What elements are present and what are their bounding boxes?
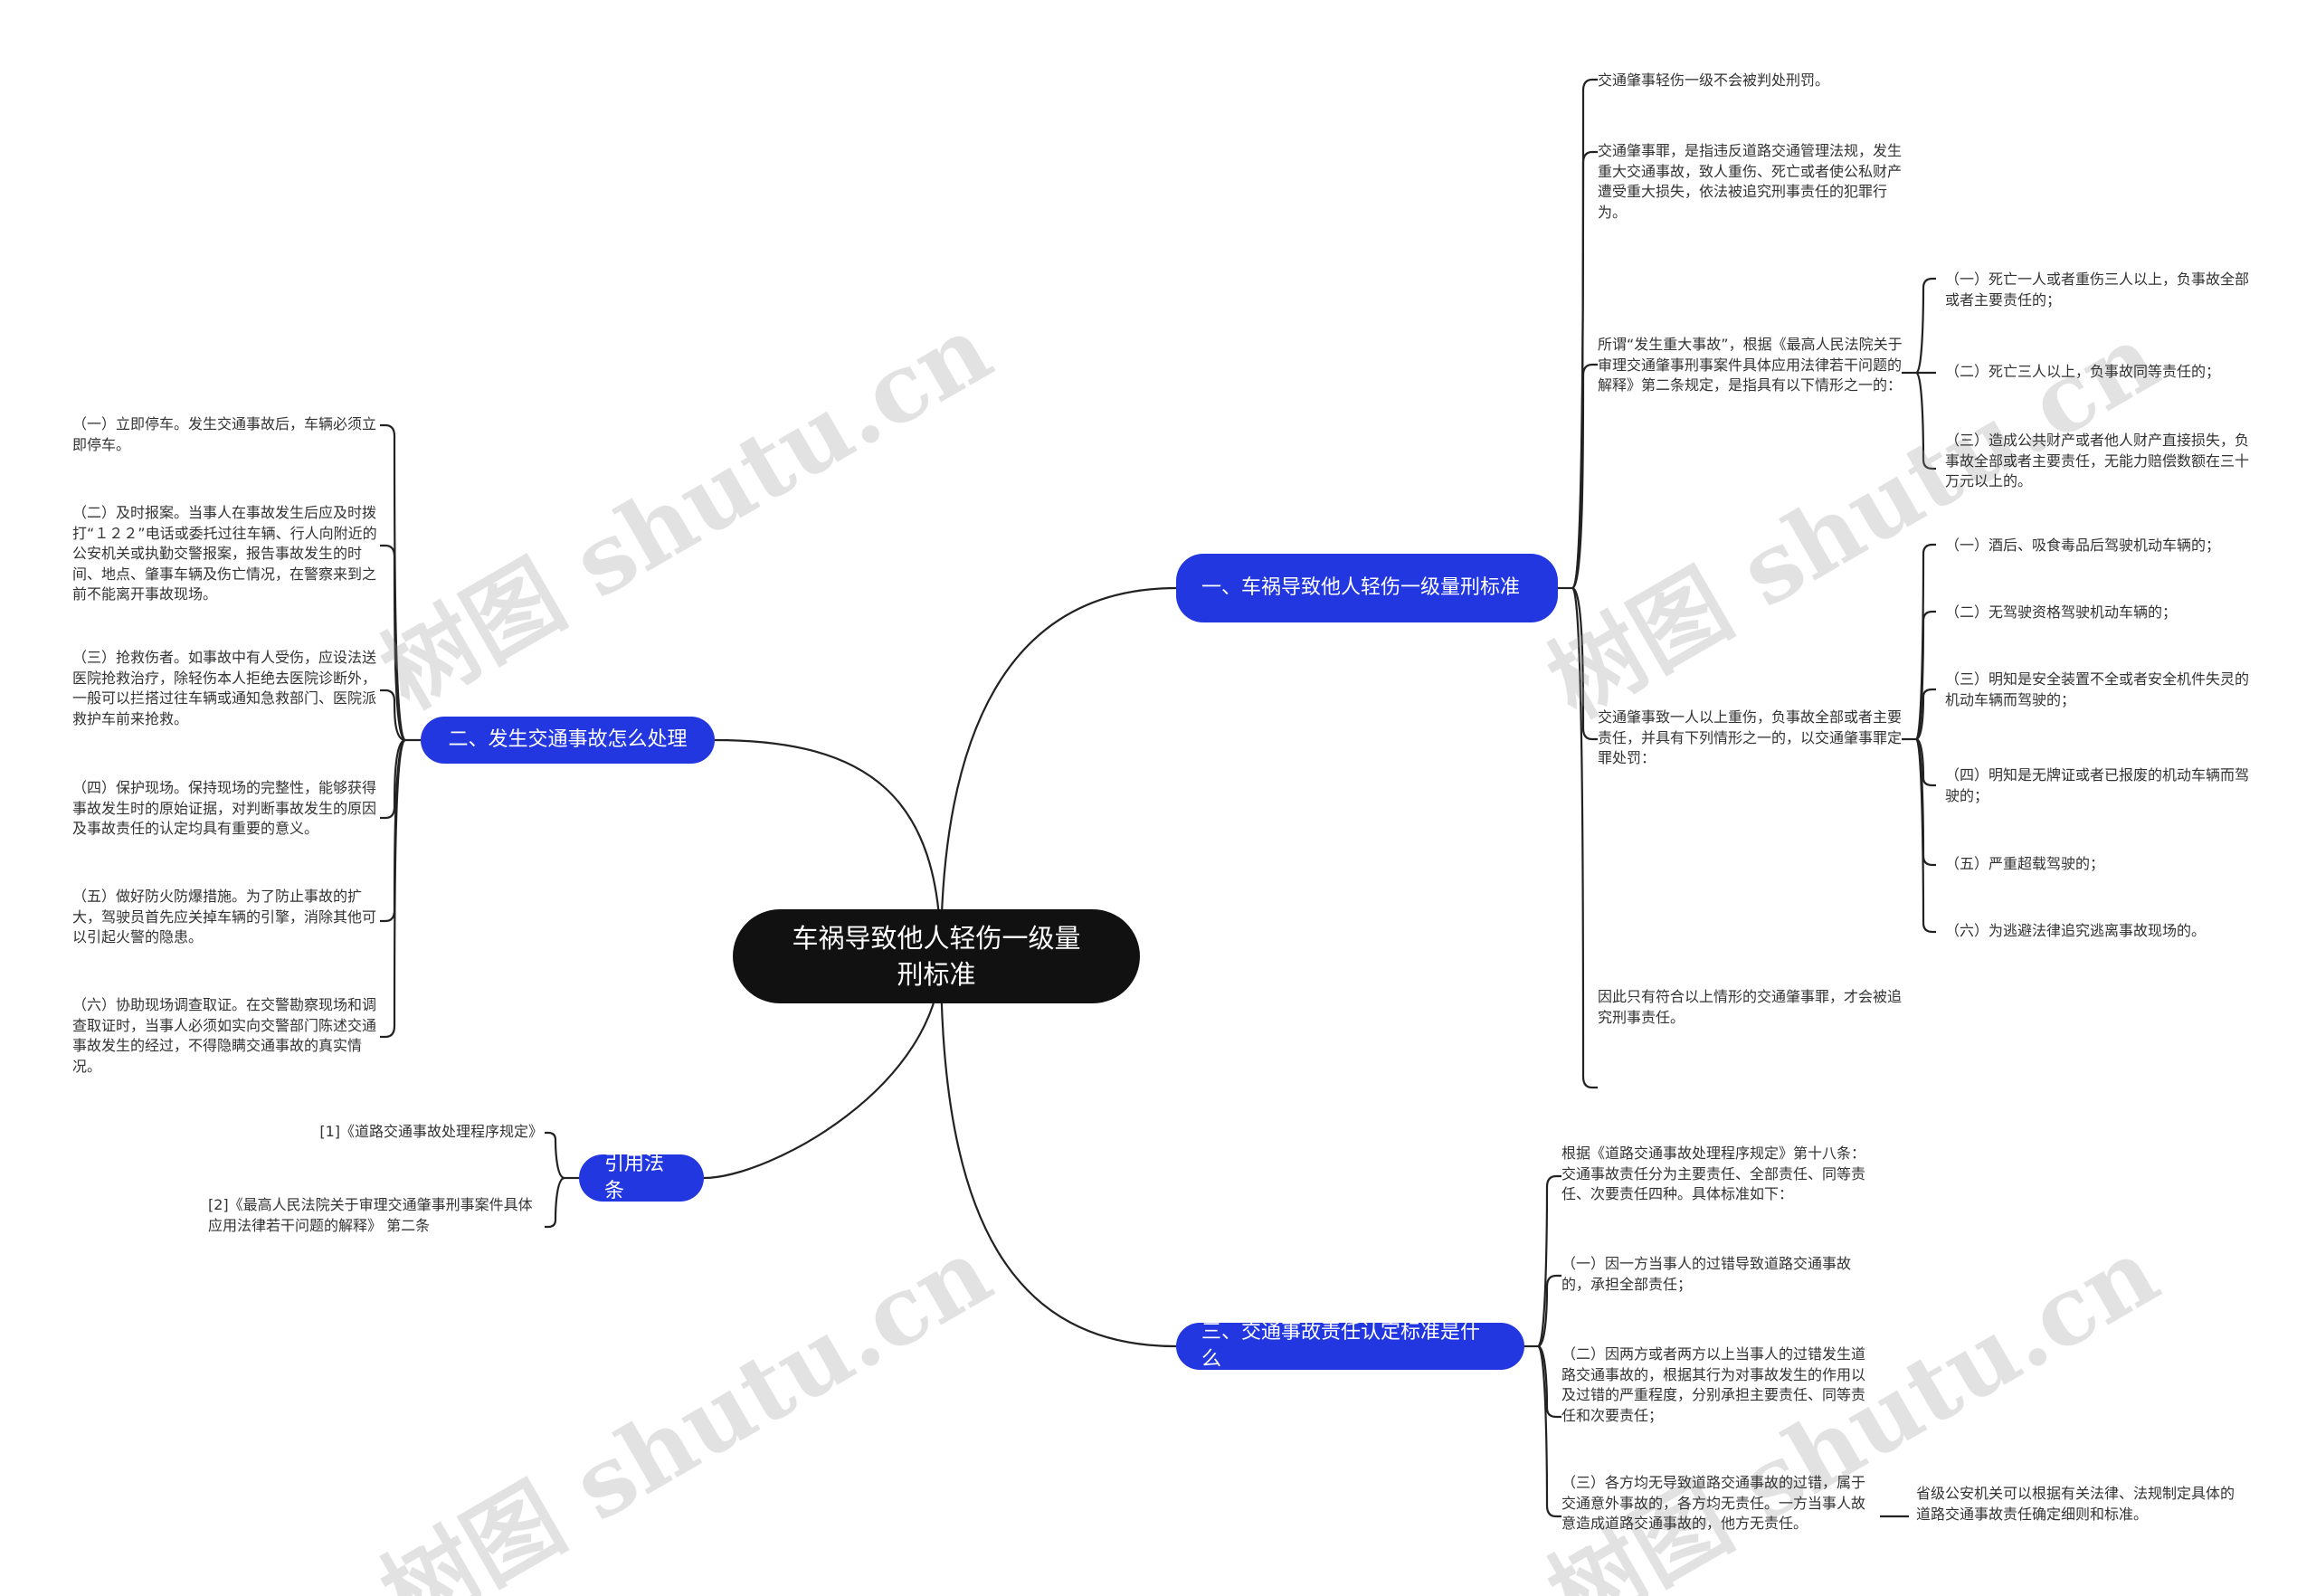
branch-label: 三、交通事故责任认定标准是什么 — [1201, 1321, 1481, 1371]
root-node-label: 车祸导致他人轻伤一级量刑标准 — [792, 923, 1081, 990]
leaf-node[interactable]: 交通肇事轻伤一级不会被判处刑罚。 — [1598, 71, 1830, 89]
branch-label: 一、车祸导致他人轻伤一级量刑标准 — [1201, 576, 1521, 599]
leaf-node[interactable]: （六）为逃避法律追究逃离事故现场的。 — [1945, 922, 2207, 939]
branch-node-cited-laws[interactable]: 引用法条 — [579, 1153, 704, 1202]
leaf-node[interactable]: （二）因两方或者两方以上当事人的过错发生道路交通事故的，根据其行为对事故发生的作… — [1561, 1345, 1866, 1424]
leaf-node[interactable]: 交通肇事致一人以上重伤，负事故全部或者主要责任，并具有下列情形之一的，以交通肇事… — [1598, 708, 1903, 766]
leaf-node[interactable]: （五）严重超载驾驶的； — [1945, 855, 2105, 872]
leaf-node[interactable]: 省级公安机关可以根据有关法律、法规制定具体的道路交通事故责任确定细则和标准。 — [1916, 1485, 2235, 1523]
leaf-node[interactable]: （三）抢救伤者。如事故中有人受伤，应设法送医院抢救治疗，除轻伤本人拒绝去医院诊断… — [72, 649, 377, 727]
branch-label: 引用法条 — [604, 1153, 665, 1202]
leaf-node[interactable]: 根据《道路交通事故处理程序规定》第十八条：交通事故责任分为主要责任、全部责任、同… — [1561, 1145, 1866, 1202]
root-node[interactable]: 车祸导致他人轻伤一级量刑标准 — [733, 909, 1140, 1003]
leaf-node[interactable]: （三）明知是安全装置不全或者安全机件失灵的机动车辆而驾驶的； — [1945, 670, 2250, 708]
leaf-node[interactable]: （二）无驾驶资格驾驶机动车辆的； — [1945, 603, 2178, 621]
leaf-node[interactable]: [1]《道路交通事故处理程序规定》 — [319, 1123, 543, 1140]
leaf-node[interactable]: 因此只有符合以上情形的交通肇事罪，才会被追究刑事责任。 — [1598, 988, 1903, 1026]
leaf-node[interactable]: （一）酒后、吸食毒品后驾驶机动车辆的； — [1945, 537, 2221, 554]
leaf-node[interactable]: （四）保护现场。保持现场的完整性，能够获得事故发生时的原始证据，对判断事故发生的… — [72, 779, 377, 837]
leaf-node[interactable]: （一）因一方当事人的过错导致道路交通事故的，承担全部责任； — [1561, 1255, 1852, 1293]
leaf-node[interactable]: （一）死亡一人或者重伤三人以上，负事故全部或者主要责任的； — [1945, 271, 2250, 309]
leaf-node[interactable]: （二）及时报案。当事人在事故发生后应及时拨打“１２２”电话或委托过往车辆、行人向… — [72, 504, 377, 603]
leaf-node[interactable]: （一）立即停车。发生交通事故后，车辆必须立即停车。 — [72, 415, 377, 453]
branch-node-liability-standard[interactable]: 三、交通事故责任认定标准是什么 — [1176, 1321, 1524, 1371]
leaf-node[interactable]: （五）做好防火防爆措施。为了防止事故的扩大，驾驶员首先应关掉车辆的引擎，消除其他… — [72, 888, 377, 945]
leaf-node[interactable]: （二）死亡三人以上，负事故同等责任的； — [1945, 363, 2221, 380]
leaf-node[interactable]: （三）造成公共财产或者他人财产直接损失，负事故全部或者主要责任，无能力赔偿数额在… — [1945, 432, 2250, 489]
leaf-node[interactable]: （四）明知是无牌证或者已报废的机动车辆而驾驶的； — [1945, 766, 2250, 804]
leaf-node[interactable]: （三）各方均无导致道路交通事故的过错，属于交通意外事故的，各方均无责任。一方当事… — [1561, 1474, 1866, 1532]
leaf-node[interactable]: 所谓“发生重大事故”，根据《最高人民法院关于审理交通肇事刑事案件具体应用法律若干… — [1598, 336, 1903, 394]
branch-node-accident-handling[interactable]: 二、发生交通事故怎么处理 — [421, 717, 715, 764]
leaf-node[interactable]: [2]《最高人民法院关于审理交通肇事刑事案件具体应用法律若干问题的解释》 第二条 — [208, 1196, 533, 1234]
leaf-node[interactable]: （六）协助现场调查取证。在交警勘察现场和调查取证时，当事人必须如实向交警部门陈述… — [72, 996, 377, 1075]
branch-node-penalty-standard[interactable]: 一、车祸导致他人轻伤一级量刑标准 — [1176, 554, 1558, 622]
branch-label: 二、发生交通事故怎么处理 — [448, 728, 688, 751]
leaf-node[interactable]: 交通肇事罪，是指违反道路交通管理法规，发生重大交通事故，致人重伤、死亡或者使公私… — [1598, 142, 1903, 221]
